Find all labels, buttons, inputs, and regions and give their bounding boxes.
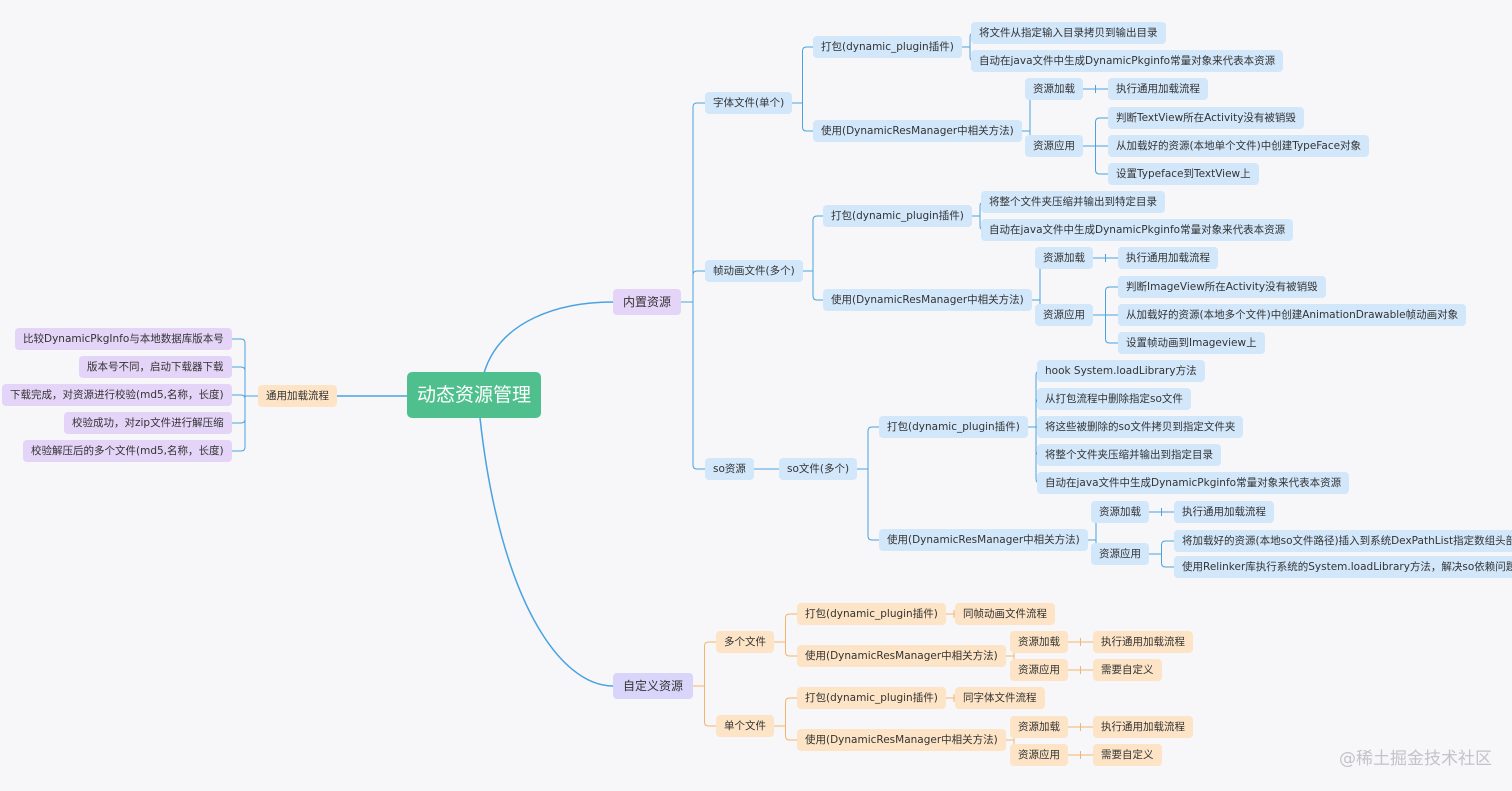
apply-step[interactable]: 设置帧动画到Imageview上 [1118,332,1265,354]
load-step[interactable]: 执行通用加载流程 [1093,716,1193,738]
pack-step[interactable]: 将整个文件夹压缩并输出到指定目录 [1037,444,1221,466]
connector-line [867,535,879,541]
connector-line [483,301,614,374]
resource-load-node[interactable]: 资源加载 [1091,501,1149,523]
pack-node[interactable]: 打包(dynamic_plugin插件) [879,416,1028,438]
resource-load-node[interactable]: 资源加载 [1010,716,1068,738]
connector-line [692,102,705,108]
connector-line [785,651,797,657]
apply-step[interactable]: 判断TextView所在Activity没有被销毁 [1108,107,1304,129]
frame-anim-node[interactable]: 帧动画文件(多个) [705,260,803,282]
pack-step[interactable]: 自动在java文件中生成DynamicPkginfo常量对象来代表本资源 [981,219,1294,241]
pack-step[interactable]: 自动在java文件中生成DynamicPkginfo常量对象来代表本资源 [971,50,1284,72]
watermark: @稀土掘金技术社区 [1339,749,1492,769]
connector-line [232,338,246,344]
connector-line [704,641,716,647]
resource-apply-node[interactable]: 资源应用 [1091,543,1149,565]
builtin-resources-node[interactable]: 内置资源 [613,289,682,315]
connector-line [812,295,823,301]
pack-node[interactable]: 打包(dynamic_plugin插件) [823,205,972,227]
general-flow-step[interactable]: 版本号不同，启动下载器下载 [79,356,232,378]
general-flow-step[interactable]: 校验解压后的多个文件(md5,名称，长度) [23,440,232,462]
load-step[interactable]: 执行通用加载流程 [1093,631,1193,653]
connector-line [232,446,246,452]
connector-line [785,735,797,741]
resource-apply-node[interactable]: 资源应用 [1025,135,1083,157]
connector-line [802,126,813,132]
use-node[interactable]: 使用(DynamicResManager中相关方法) [823,289,1032,311]
pack-node[interactable]: 打包(dynamic_plugin插件) [797,687,946,709]
apply-step[interactable]: 需要自定义 [1093,659,1162,681]
font-file-node[interactable]: 字体文件(单个) [705,92,793,114]
pack-step[interactable]: 同字体文件流程 [955,687,1045,709]
connector-line [1161,562,1174,568]
use-node[interactable]: 使用(DynamicResManager中相关方法) [879,529,1088,551]
general-flow-node[interactable]: 通用加载流程 [258,385,337,407]
custom-resources-node[interactable]: 自定义资源 [613,673,694,699]
use-node[interactable]: 使用(DynamicResManager中相关方法) [797,645,1006,667]
load-step[interactable]: 执行通用加载流程 [1118,247,1218,269]
connector-line [1105,286,1118,292]
connector-line [1105,338,1118,344]
connector-line [692,464,705,470]
connector-line [802,46,813,52]
pack-step[interactable]: 将文件从指定输入目录拷贝到输出目录 [971,22,1166,44]
so-resource-node[interactable]: so资源 [705,458,754,480]
resource-load-node[interactable]: 资源加载 [1025,78,1083,100]
apply-step[interactable]: 判断ImageView所在Activity没有被销毁 [1118,276,1326,298]
root-node[interactable]: 动态资源管理 [407,372,542,418]
resource-load-node[interactable]: 资源加载 [1035,247,1093,269]
connector-line [1095,117,1108,123]
load-step[interactable]: 执行通用加载流程 [1108,78,1208,100]
connector-line [785,613,797,619]
resource-apply-node[interactable]: 资源应用 [1035,304,1093,326]
connector-line [479,417,614,687]
load-step[interactable]: 执行通用加载流程 [1174,501,1274,523]
pack-node[interactable]: 打包(dynamic_plugin插件) [797,603,946,625]
pack-step[interactable]: 从打包流程中删除指定so文件 [1037,388,1191,410]
pack-step[interactable]: 同帧动画文件流程 [955,603,1055,625]
apply-step[interactable]: 将加载好的资源(本地so文件路径)插入到系统DexPathList指定数组头部 [1174,530,1512,552]
pack-step[interactable]: 自动在java文件中生成DynamicPkginfo常量对象来代表本资源 [1037,472,1350,494]
apply-step[interactable]: 从加载好的资源(本地单个文件)中创建TypeFace对象 [1108,135,1370,157]
general-flow-step[interactable]: 下载完成，对资源进行校验(md5,名称，长度) [2,384,232,406]
general-flow-step[interactable]: 校验成功，对zip文件进行解压缩 [64,412,232,434]
resource-apply-node[interactable]: 资源应用 [1010,744,1068,766]
resource-load-node[interactable]: 资源加载 [1010,631,1068,653]
apply-step[interactable]: 使用Relinker库执行系统的System.loadLibrary方法，解决s… [1174,556,1512,578]
connector-line [867,426,879,432]
pack-step[interactable]: 将这些被删除的so文件拷贝到指定文件夹 [1037,416,1244,438]
resource-apply-node[interactable]: 资源应用 [1010,659,1068,681]
custom-category-node[interactable]: 单个文件 [716,715,774,737]
connector-line [1161,540,1174,546]
pack-step[interactable]: 将整个文件夹压缩并输出到特定目录 [981,191,1165,213]
connector-line [785,697,797,703]
apply-step[interactable]: 从加载好的资源(本地多个文件)中创建AnimationDrawable帧动画对象 [1118,304,1467,326]
connector-line [704,721,716,727]
connector-line [1095,169,1108,175]
pack-step[interactable]: hook System.loadLibrary方法 [1037,360,1205,382]
apply-step[interactable]: 需要自定义 [1093,744,1162,766]
connector-line [812,215,823,221]
apply-step[interactable]: 设置Typeface到TextView上 [1108,163,1259,185]
general-flow-step[interactable]: 比较DynamicPkgInfo与本地数据库版本号 [15,328,232,350]
use-node[interactable]: 使用(DynamicResManager中相关方法) [813,120,1022,142]
custom-category-node[interactable]: 多个文件 [716,631,774,653]
pack-node[interactable]: 打包(dynamic_plugin插件) [813,36,962,58]
so-file-node[interactable]: so文件(多个) [779,458,858,480]
use-node[interactable]: 使用(DynamicResManager中相关方法) [797,729,1006,751]
